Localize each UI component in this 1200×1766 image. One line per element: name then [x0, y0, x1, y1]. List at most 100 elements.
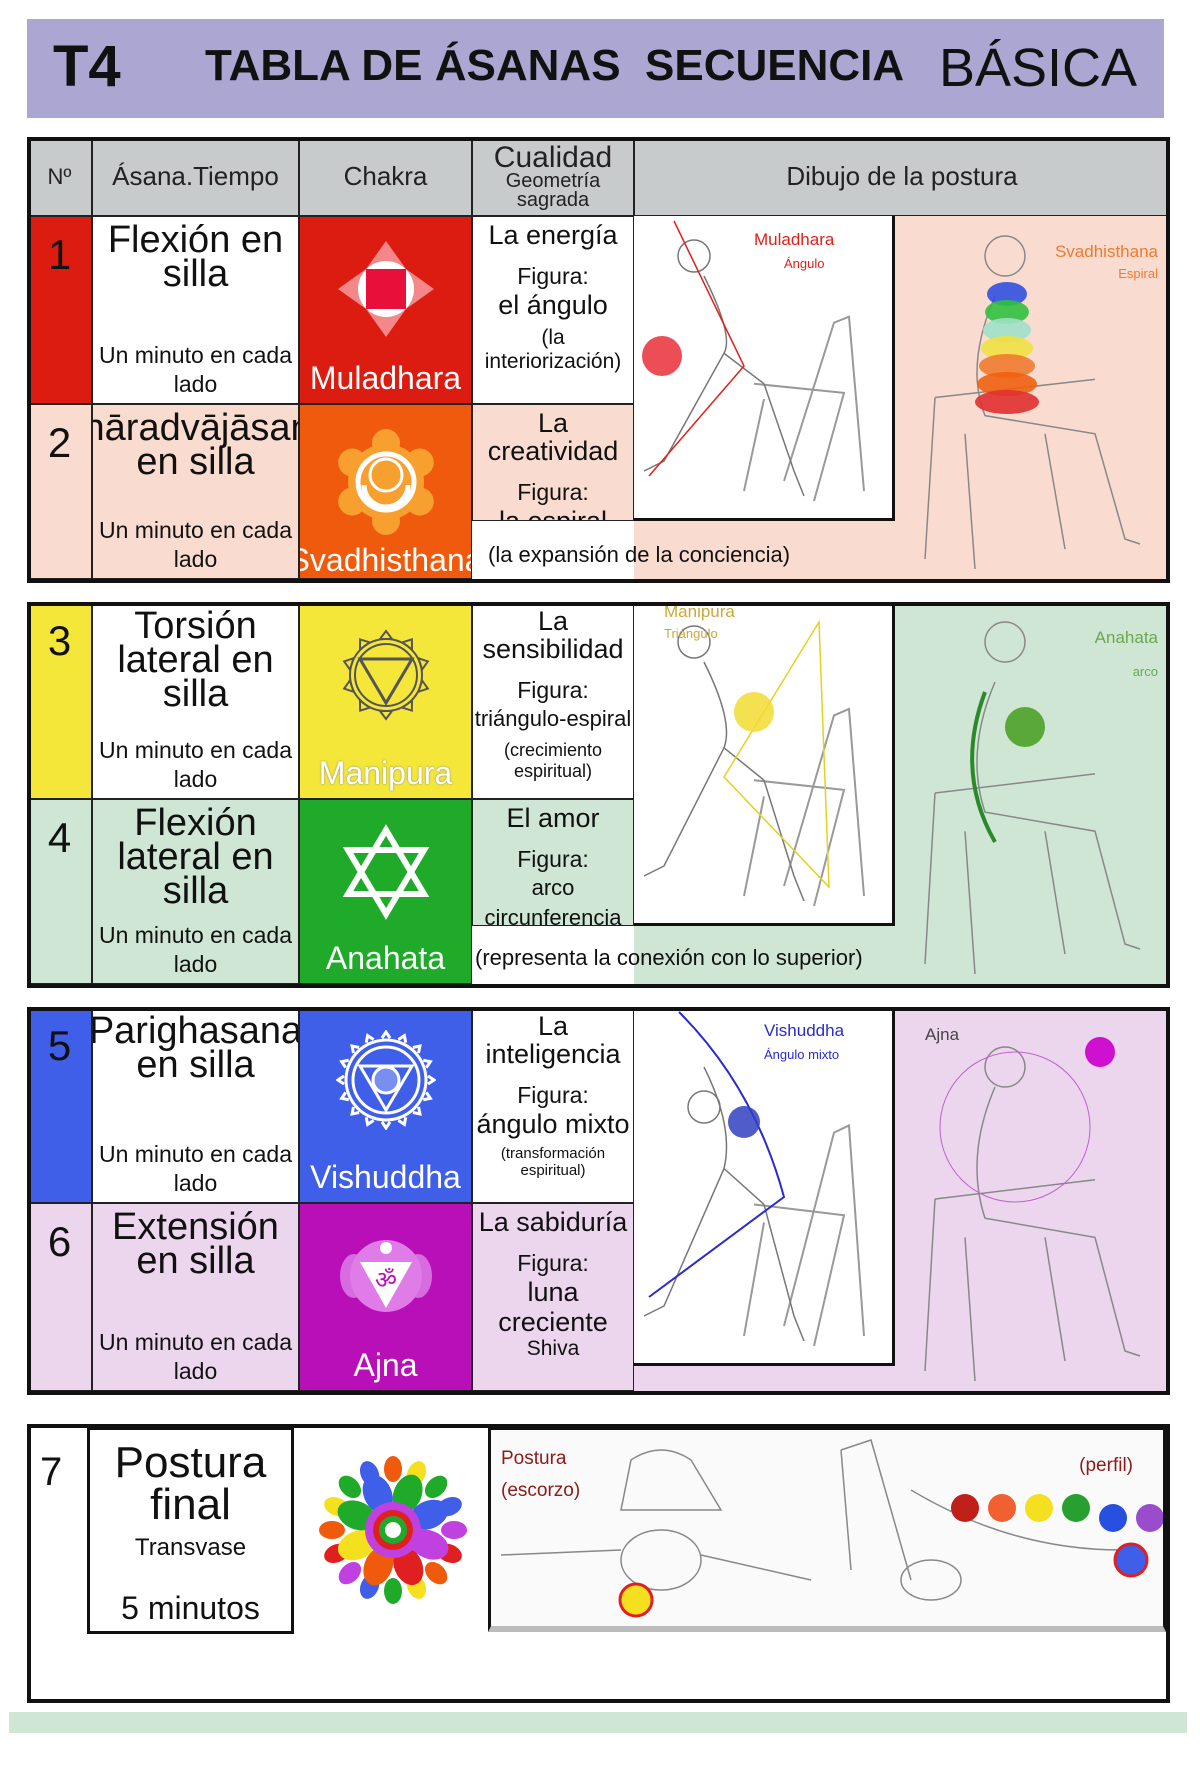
column-header-sacred: sagrada: [516, 188, 590, 211]
column-header: Dibujo de la postura: [634, 137, 1170, 216]
chakra-name: Anahata: [325, 940, 446, 976]
posture-drawing-side: Ajna: [895, 1007, 1170, 1391]
drawing-chakra-label: Svadhisthana: [1054, 242, 1158, 261]
asana-subtitle: Transvase: [134, 1534, 247, 1561]
asana-name: Flexión lateral en silla: [117, 802, 274, 912]
sheet-level: BÁSICA: [939, 38, 1138, 98]
chakra-name: Vishuddha: [310, 1159, 461, 1195]
figure-label: Figura:: [517, 479, 589, 505]
row-number: 3: [27, 602, 92, 799]
chakra-cell: Svadhisthana: [299, 404, 472, 579]
drawing-chakra-label: Ajna: [925, 1025, 960, 1044]
sheet-code: T4: [53, 34, 121, 99]
figure-note: (crecimiento espiritual): [503, 740, 603, 781]
chakra-name: Manipura: [318, 755, 453, 791]
row-number: 7: [40, 1450, 63, 1494]
row-number-text: 6: [47, 1218, 72, 1265]
quality-text: La creatividad: [487, 408, 619, 466]
row-number-text: 1: [47, 231, 72, 278]
row-number: 6: [27, 1203, 92, 1391]
chakra-cell: Anahata: [299, 799, 472, 984]
muladhara-icon: [336, 239, 436, 344]
column-header: Ásana.Tiempo: [92, 137, 299, 216]
drawing-figure-label: arco: [1132, 664, 1158, 679]
vishuddha-icon: [334, 1029, 437, 1135]
asana-duration: 5 minutos: [121, 1590, 260, 1626]
anahata-icon: [336, 822, 436, 927]
asana-name: Bhāradvājāsana en silla: [93, 407, 298, 483]
asana-cell: Flexión lateral en silla Un minuto en cad…: [92, 799, 299, 984]
row-number-text: 2: [47, 419, 72, 466]
row-number-text: 4: [47, 814, 72, 861]
row-number: 4: [27, 799, 92, 984]
ajna-icon: ॐ: [336, 1226, 436, 1331]
asana-duration: Un minuto en cada lado: [98, 737, 293, 792]
figure-name: el ángulo: [498, 290, 608, 320]
chakra-cell: ॐ Ajna: [299, 1203, 472, 1391]
posture-drawing-side: Anahata arco: [895, 602, 1170, 984]
chakra-name: Ajna: [353, 1347, 418, 1383]
figure-name: triángulo-espiral: [474, 706, 632, 731]
asana-cell: Bhāradvājāsana en silla Un minuto en cada…: [92, 404, 299, 579]
figure-name: ángulo mixto: [476, 1109, 630, 1139]
drawing-figure-label: Ángulo mixto: [764, 1047, 840, 1062]
title-banner: T4 TABLA DE ÁSANAS SECUENCIA BÁSICA: [27, 19, 1164, 118]
figure-note: (representa la conexión con lo superior): [475, 945, 863, 970]
final-posture-drawing: Postura (escorzo) (perfil): [488, 1427, 1166, 1632]
column-header-quality: Cualidad: [493, 140, 613, 174]
asana-duration: Un minuto en cada lado: [98, 1141, 293, 1196]
figure-label: Figura:: [517, 263, 589, 289]
svg-text:ॐ: ॐ: [375, 1266, 397, 1294]
asana-duration: Un minuto en cada lado: [98, 922, 293, 977]
asana-name: Parighasana en silla: [92, 1010, 299, 1086]
row-number: 2: [27, 404, 92, 579]
drawing-chakra-label: Manipura: [664, 602, 735, 621]
drawing-label-foreshortening: (escorzo): [501, 1480, 581, 1501]
sheet-title: TABLA DE ÁSANAS: [205, 41, 621, 90]
figure-label: Figura:: [517, 846, 589, 872]
footer-bar: [9, 1712, 1187, 1733]
drawing-chakra-label: Vishuddha: [764, 1021, 845, 1040]
asana-name: Flexión en silla: [107, 219, 284, 295]
drawing-label-profile: (perfil): [1079, 1455, 1133, 1476]
asana-duration: Un minuto en cada lado: [98, 517, 293, 572]
svadhisthana-icon: [336, 427, 436, 542]
figure-note: (la interiorización): [484, 326, 622, 373]
drawing-chakra-label: Anahata: [1094, 628, 1158, 647]
drawing-label-view: Postura: [501, 1448, 567, 1469]
figure-name: arco circunferencia: [484, 875, 622, 926]
chakra-cell: Muladhara: [299, 216, 472, 404]
drawing-figure-label: Ángulo: [784, 256, 825, 271]
quality-text: La sabiduría: [478, 1207, 628, 1237]
drawing-figure-label: Triángulo: [664, 626, 718, 641]
figure-note: (la expansión de la conciencia): [488, 542, 791, 567]
mandala-icon: [318, 1455, 468, 1610]
chakra-name: Svadhisthana: [300, 542, 471, 578]
drawing-chakra-label: Muladhara: [754, 230, 835, 249]
quality-text: El amor: [506, 803, 600, 833]
chakra-cell: Manipura: [299, 602, 472, 799]
sheet-sequence: SECUENCIA: [645, 41, 905, 90]
asana-name: Postura final: [114, 1438, 267, 1529]
row-number: 5: [27, 1007, 92, 1203]
column-header-label: Nº: [47, 163, 72, 189]
figure-note: (transformación espiritual): [500, 1145, 606, 1179]
manipura-icon: [336, 625, 436, 730]
asana-duration: Un minuto en cada lado: [98, 1329, 293, 1384]
figure-note: Shiva: [526, 1337, 580, 1360]
column-header: Nº: [27, 137, 92, 216]
chakra-name: Muladhara: [309, 360, 462, 396]
quality-text: La inteligencia: [485, 1011, 621, 1069]
